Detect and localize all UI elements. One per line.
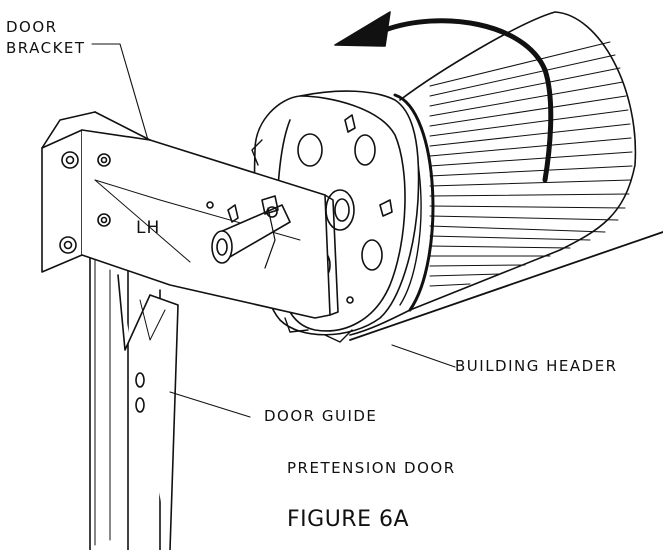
door-guide-label: DOOR GUIDE bbox=[264, 407, 378, 425]
leader-lines bbox=[91, 43, 456, 418]
figure-caption: FIGURE 6A bbox=[287, 507, 410, 532]
pretension-door-label: PRETENSION DOOR bbox=[287, 459, 456, 477]
door-guide bbox=[89, 249, 179, 550]
lh-label: LH bbox=[136, 218, 161, 238]
bracket-bolts bbox=[59, 151, 111, 254]
building-header-line bbox=[349, 231, 663, 341]
door-bracket bbox=[41, 111, 339, 319]
door-drum bbox=[349, 11, 637, 336]
door-bracket-label-line1: DOOR bbox=[6, 18, 58, 36]
shaft bbox=[206, 195, 291, 269]
building-header-label: BUILDING HEADER bbox=[455, 357, 618, 375]
rotation-arrow bbox=[334, 11, 554, 183]
door-bracket-label-line2: BRACKET bbox=[6, 39, 86, 57]
